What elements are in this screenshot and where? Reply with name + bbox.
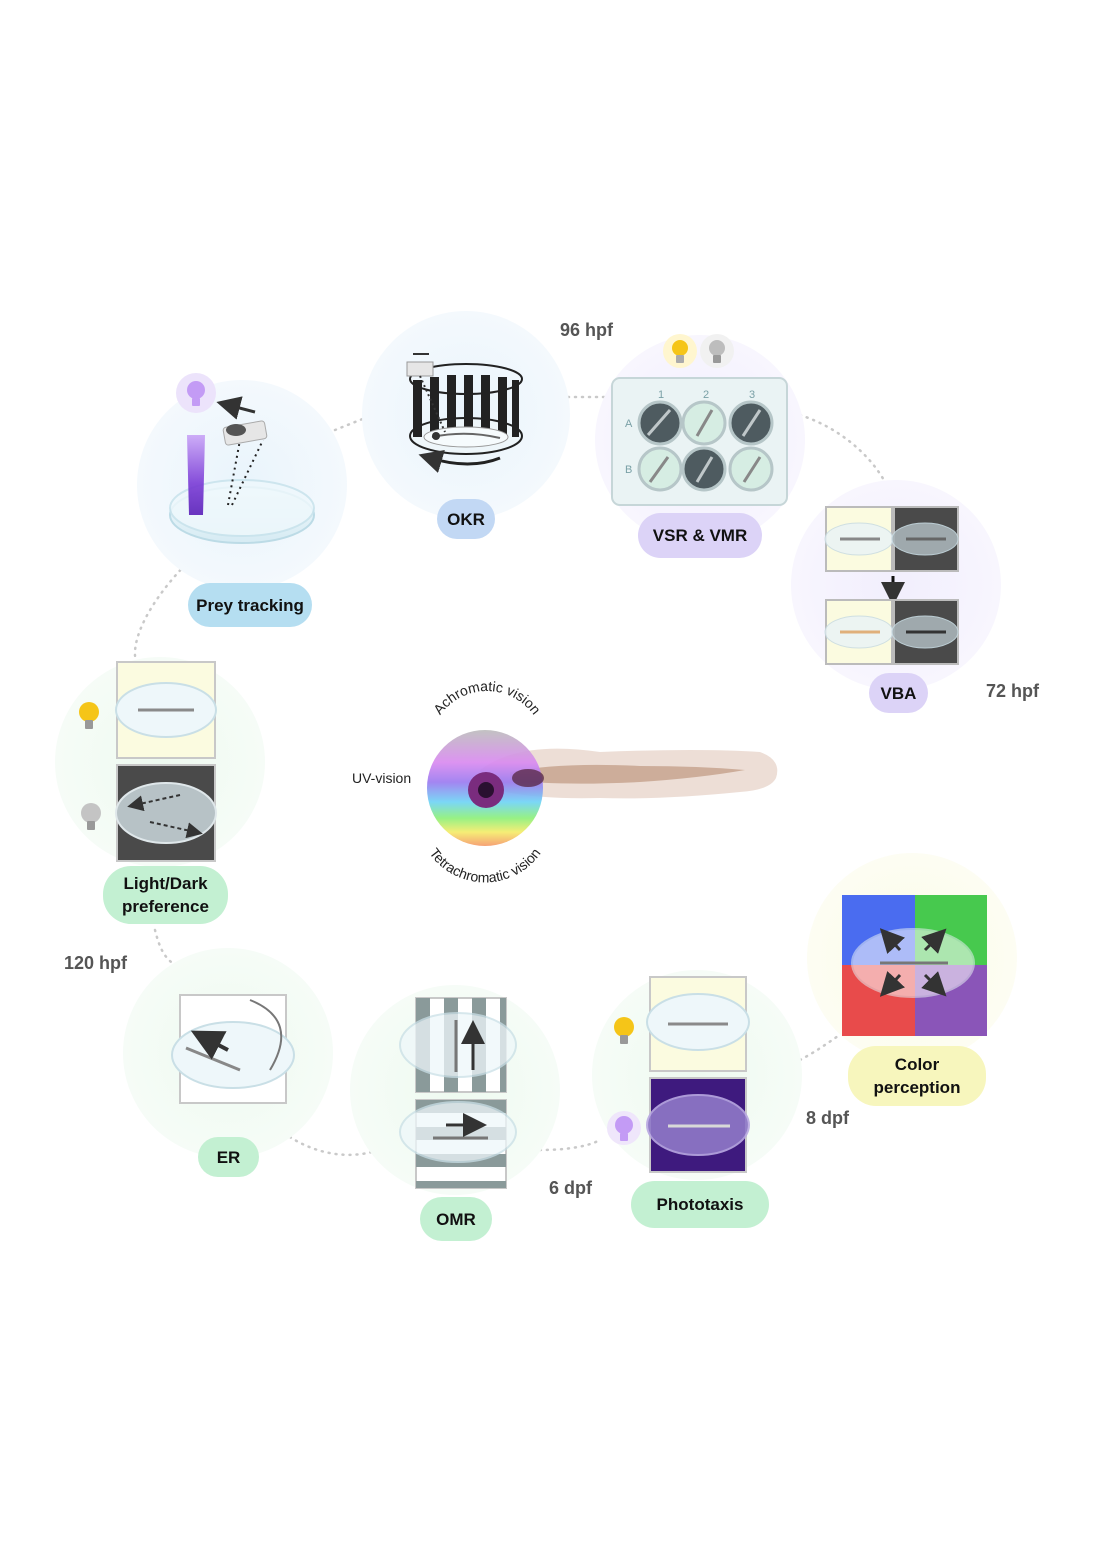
assay-label-light-dark-line2: preference <box>122 897 209 916</box>
assay-pill-er: ER <box>198 1137 259 1177</box>
timeline-dotted-path <box>133 395 887 1157</box>
uv-bulb-icon <box>607 1111 641 1145</box>
light-bulb-on-icon <box>79 702 99 729</box>
achromatic-vision-label: Achromatic vision <box>430 678 544 717</box>
assay-label-phototaxis: Phototaxis <box>656 1195 744 1214</box>
assay-pill-omr: OMR <box>420 1197 492 1241</box>
timepoint-72-hpf: 72 hpf <box>986 681 1040 701</box>
tetrachromatic-vision-label: Tetrachromatic vision <box>426 845 543 886</box>
assay-pill-vba: VBA <box>869 673 928 713</box>
timepoint-96-hpf: 96 hpf <box>560 320 614 340</box>
okr-drum-illustration <box>406 353 523 473</box>
er-illustration <box>171 994 295 1104</box>
assay-label-vba: VBA <box>880 683 917 703</box>
assay-pill-vsr-vmr: VSR & VMR <box>638 513 762 558</box>
assay-pill-color-perception: Color perception <box>848 1046 986 1106</box>
prey-tracking-illustration <box>169 373 315 544</box>
assay-label-vsr-vmr: VSR & VMR <box>652 526 748 545</box>
assay-label-er: ER <box>216 1147 241 1167</box>
assay-pill-okr: OKR <box>437 499 495 539</box>
zebrafish-larva-illustration <box>480 748 778 799</box>
uv-bulb-icon <box>176 373 216 413</box>
assay-label-color-perception-line1: Color <box>894 1055 940 1074</box>
well-plate-illustration: 1 2 3 A B <box>611 334 788 506</box>
timepoint-6-dpf: 6 dpf <box>549 1178 592 1198</box>
assay-label-light-dark-line1: Light/Dark <box>123 874 208 893</box>
assay-pill-prey-tracking: Prey tracking <box>188 583 312 627</box>
assay-label-prey-tracking: Prey tracking <box>196 595 304 615</box>
timepoint-120-hpf: 120 hpf <box>64 953 128 973</box>
phototaxis-illustration <box>607 976 750 1173</box>
light-bulb-off-icon <box>81 803 101 830</box>
assay-label-color-perception-line2: perception <box>873 1078 961 1097</box>
light-bulb-on-icon <box>614 1017 634 1044</box>
light-bulb-on-icon <box>663 334 697 368</box>
plate-col-1: 1 <box>658 389 664 401</box>
plate-col-3: 3 <box>749 389 755 401</box>
uv-vision-label: UV-vision <box>352 770 412 786</box>
assay-label-omr: OMR <box>436 1209 476 1229</box>
light-bulb-off-icon <box>700 334 734 368</box>
vision-spectrum-circle <box>427 730 544 846</box>
assay-pill-phototaxis: Phototaxis <box>631 1181 769 1228</box>
vba-illustration <box>824 506 959 665</box>
plate-col-2: 2 <box>703 389 709 401</box>
color-perception-illustration <box>842 895 987 1036</box>
light-dark-illustration <box>79 661 217 862</box>
assay-pill-light-dark: Light/Dark preference <box>103 866 228 924</box>
omr-illustration <box>399 997 517 1189</box>
timepoint-8-dpf: 8 dpf <box>806 1108 849 1128</box>
assay-label-okr: OKR <box>447 509 485 529</box>
plate-row-b: B <box>625 464 632 476</box>
plate-row-a: A <box>625 418 633 430</box>
